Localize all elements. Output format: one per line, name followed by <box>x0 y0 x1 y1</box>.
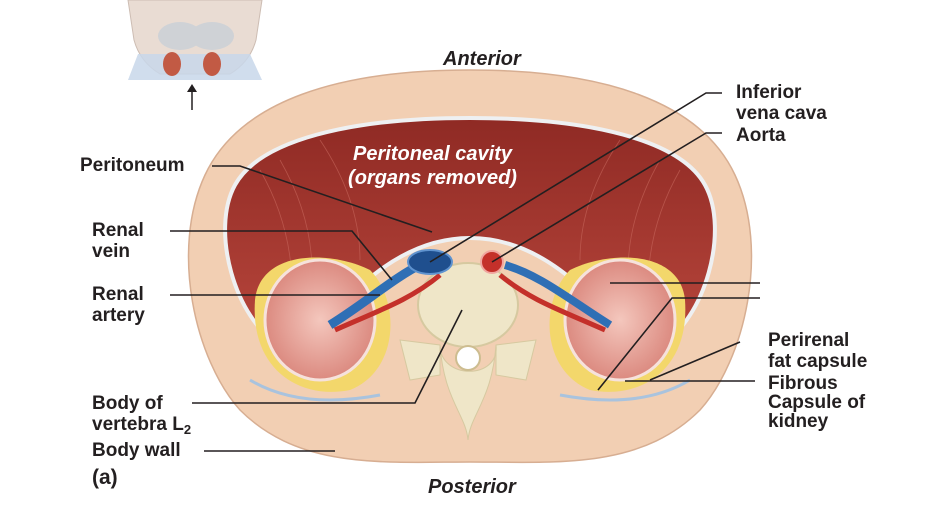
cavity-line-2: (organs removed) <box>348 167 517 189</box>
peritoneal-cavity-label: Peritoneal cavity (organs removed) <box>325 142 540 190</box>
renal-artery-left <box>333 273 442 333</box>
vertebra-line-1: Body of <box>92 393 163 414</box>
ivc-line-1: Inferior <box>736 82 802 103</box>
vertebra-label: Body of vertebra L2 <box>92 393 191 440</box>
renal-vein-label: Renal vein <box>92 220 144 262</box>
leader-lines <box>170 92 760 452</box>
perirenal-fat-label: Perirenal fat capsule <box>768 330 867 372</box>
renal-vein-right <box>503 261 613 329</box>
renal-artery-label: Renal artery <box>92 284 145 326</box>
perirenal-line-2: fat capsule <box>768 351 868 372</box>
vertebra-l2 <box>399 262 537 441</box>
vertebra-subscript: 2 <box>183 422 192 437</box>
fibrous-capsule-label: Fibrous Capsule of kidney <box>768 374 865 431</box>
fibrous-line-1: Fibrous <box>768 373 838 394</box>
fibrous-line-3: kidney <box>768 411 829 432</box>
vertebra-text: vertebra L <box>92 414 184 435</box>
posterior-label: Posterior <box>428 476 516 498</box>
ivc-line-2: vena cava <box>736 103 827 124</box>
orientation-inset <box>127 0 263 110</box>
right-kidney <box>563 258 677 382</box>
renal-artery-line-1: Renal <box>92 284 144 305</box>
renal-vein-line-2: vein <box>92 241 131 262</box>
panel-tag: (a) <box>92 466 118 489</box>
cavity-line-1: Peritoneal cavity <box>353 143 512 165</box>
body-wall-label: Body wall <box>92 440 181 461</box>
renal-artery-line-2: artery <box>92 305 145 326</box>
ivc-label: Inferior vena cava <box>736 82 827 124</box>
fibrous-line-2: Capsule of <box>768 392 866 413</box>
renal-artery-right <box>498 273 607 333</box>
peritoneum-label: Peritoneum <box>80 155 185 176</box>
perirenal-line-1: Perirenal <box>768 330 850 351</box>
vertebra-line-2: vertebra L2 <box>92 414 191 440</box>
left-kidney <box>263 258 377 382</box>
aorta-label: Aorta <box>736 125 786 146</box>
renal-vein-line-1: Renal <box>92 220 144 241</box>
anterior-label: Anterior <box>443 48 521 70</box>
